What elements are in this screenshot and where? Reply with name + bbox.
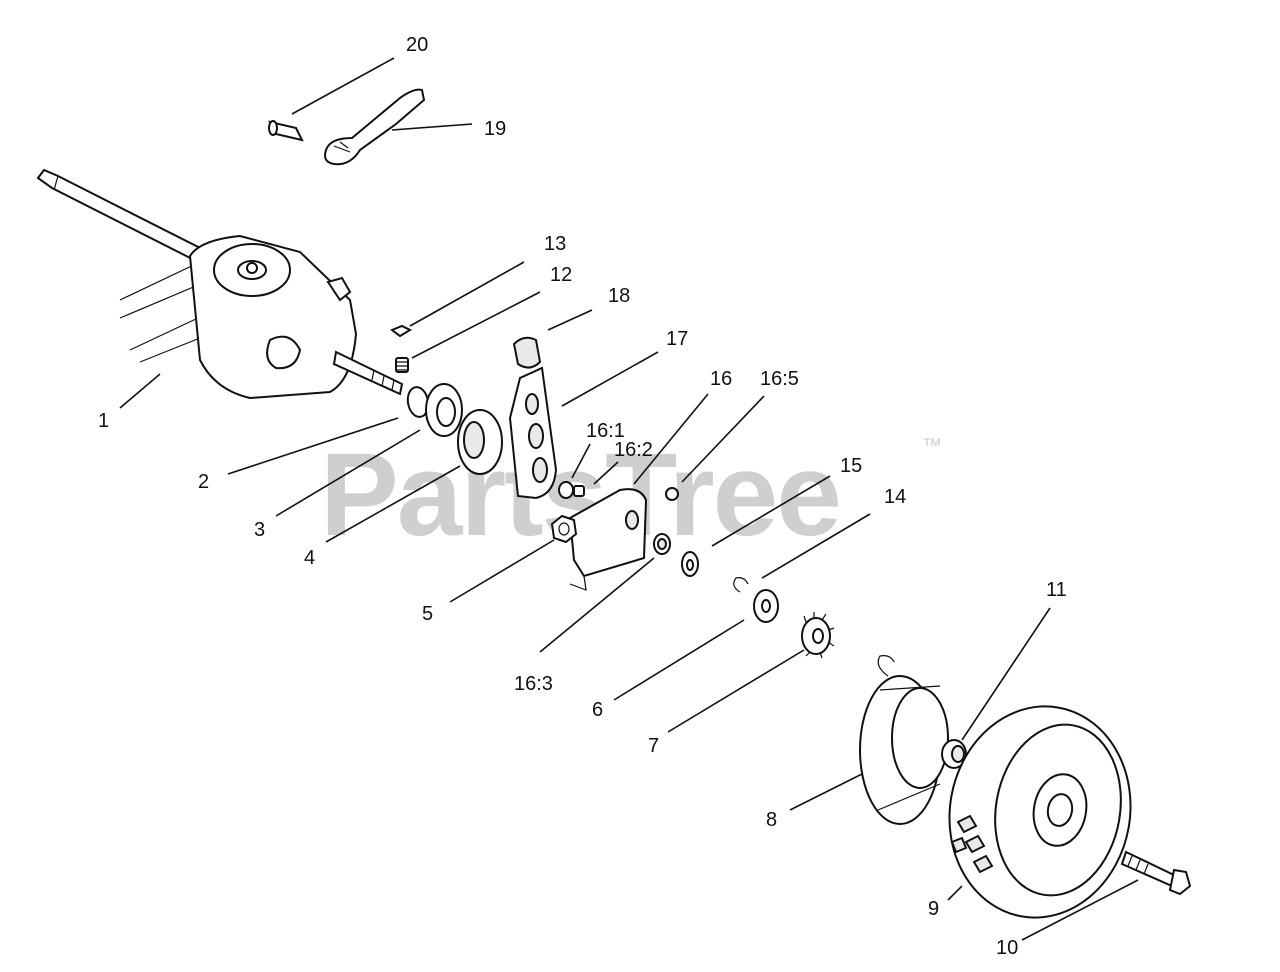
callout-9: 9 bbox=[928, 898, 939, 920]
callout-18: 18 bbox=[608, 285, 630, 307]
callout-5: 5 bbox=[422, 603, 433, 625]
callout-16-1: 16:1 bbox=[586, 420, 625, 442]
callout-14: 14 bbox=[884, 486, 906, 508]
callout-2: 2 bbox=[198, 471, 209, 493]
part-16-3-bushing bbox=[653, 533, 671, 555]
part-20-pin bbox=[268, 120, 304, 142]
callout-19: 19 bbox=[484, 118, 506, 140]
part-13-key bbox=[389, 324, 413, 338]
callout-10: 10 bbox=[996, 937, 1018, 959]
part-17-plate bbox=[508, 366, 558, 500]
callout-7: 7 bbox=[648, 735, 659, 757]
part-4-bearing bbox=[457, 409, 503, 475]
callout-16-2: 16:2 bbox=[614, 439, 653, 461]
part-18-clip bbox=[512, 336, 542, 369]
part-1-transmission bbox=[36, 168, 404, 400]
callout-17: 17 bbox=[666, 328, 688, 350]
callout-16: 16 bbox=[710, 368, 732, 390]
callout-16-3: 16:3 bbox=[514, 673, 553, 695]
part-9-wheel bbox=[948, 705, 1132, 919]
callout-12: 12 bbox=[550, 264, 572, 286]
part-16-1-bushing bbox=[558, 481, 574, 499]
callout-1: 1 bbox=[98, 410, 109, 432]
callout-4: 4 bbox=[304, 547, 315, 569]
part-15-washer bbox=[681, 551, 699, 577]
callout-16-5: 16:5 bbox=[760, 368, 799, 390]
callout-11: 11 bbox=[1046, 579, 1067, 601]
part-11-bushing bbox=[941, 739, 967, 769]
part-19-lever bbox=[324, 88, 426, 166]
callout-15: 15 bbox=[840, 455, 862, 477]
part-7-gear bbox=[801, 612, 835, 659]
part-16-2-pin bbox=[573, 485, 585, 497]
callout-6: 6 bbox=[592, 699, 603, 721]
watermark-trademark: ™ bbox=[922, 435, 942, 457]
part-16-bracket bbox=[568, 488, 648, 591]
part-3-washer bbox=[425, 383, 463, 437]
callout-20: 20 bbox=[406, 34, 428, 56]
part-8-hubcap bbox=[859, 655, 949, 825]
callout-labels: 20 19 13 12 18 17 16 16:5 16:1 16:2 15 1… bbox=[98, 34, 1067, 959]
callout-8: 8 bbox=[766, 809, 777, 831]
part-16-5-nut bbox=[665, 487, 679, 501]
callout-13: 13 bbox=[544, 233, 566, 255]
part-10-bolt bbox=[1120, 850, 1192, 896]
part-12-spring bbox=[395, 357, 409, 373]
part-14-eclip bbox=[733, 577, 779, 623]
part-5-nut bbox=[550, 514, 578, 544]
leader-lines bbox=[119, 57, 1139, 941]
callout-3: 3 bbox=[254, 519, 265, 541]
